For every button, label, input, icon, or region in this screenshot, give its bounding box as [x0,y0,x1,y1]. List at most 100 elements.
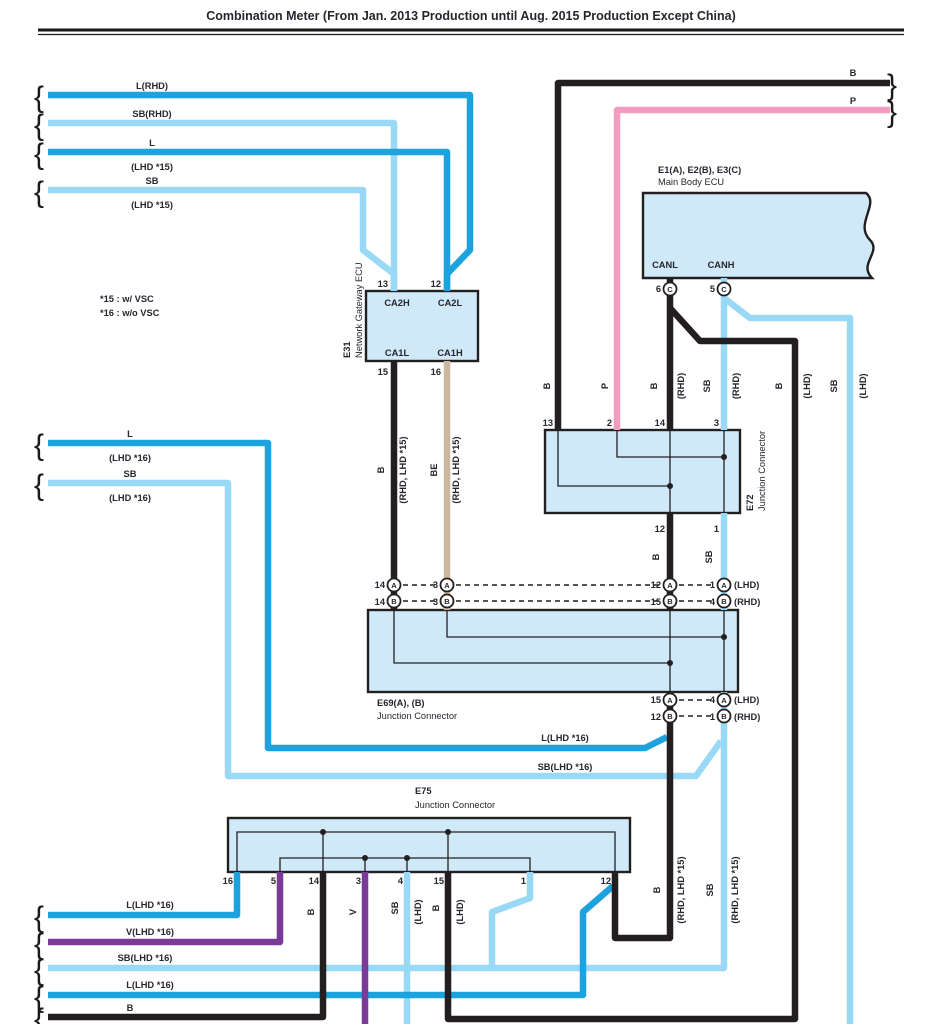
wire-b-lhd-branch [444,305,799,1023]
connector-e69-box [366,608,740,694]
svg-text:{: { [34,1003,44,1024]
wires-dark-blue [48,91,669,999]
label-p-top: P [850,96,856,106]
e31-pin-16: 16 [431,367,441,377]
e72-pin-13: 13 [543,418,553,428]
svg-text:SB: SB [702,379,712,392]
wire-b-e69-e75-uturn [611,692,674,942]
connector-main-body-ecu-box [641,191,875,280]
svg-text:B: B [431,904,441,911]
svg-text:C: C [667,285,673,294]
svg-text:(LHD *16): (LHD *16) [109,493,151,503]
e69-dashed-links [403,584,715,717]
svg-text:V: V [348,908,358,915]
svg-text:{: { [34,901,44,934]
connector-e72: E72 Junction Connector 13 2 14 3 12 1 [543,418,767,534]
svg-text:(LHD): (LHD) [802,373,812,398]
e72-pin-3: 3 [714,418,719,428]
svg-text:SB: SB [704,550,714,563]
e69-id: E69(A), (B) [377,698,425,708]
svg-text:12: 12 [651,712,661,722]
wires-black [48,79,890,1023]
wires-light-blue [48,119,854,1024]
label-l-lhd15: L [149,138,155,148]
label-l-lhd16-b2: L(LHD *16) [126,980,174,990]
svg-text:(RHD): (RHD) [676,373,686,399]
svg-text:SB: SB [390,901,400,914]
svg-text:B: B [306,908,316,915]
svg-text:C: C [721,285,727,294]
svg-text:A: A [721,581,727,590]
connector-e75-box [226,816,632,874]
wire-sb-rhd [48,119,398,291]
svg-text:}: } [887,96,897,129]
left-wire-labels: L(RHD) SB(RHD) L (LHD *15) SB (LHD *15) … [109,81,173,503]
connector-e72-box [543,428,742,515]
connector-e31-box [364,289,480,363]
continuation-braces: { { { { { { { { { { { } } [34,69,897,1024]
wire-v-e75-pin5 [48,872,284,946]
svg-text:B: B [444,597,450,606]
svg-text:B: B [376,466,386,473]
label-b-top: B [850,68,857,78]
label-l-lhd16: L [127,429,133,439]
note-vsc-15: *15 : w/ VSC [100,294,154,304]
svg-text:(LHD *15): (LHD *15) [131,162,173,172]
label-sb-lhd15: SB [146,176,159,186]
svg-text:{: { [34,176,44,209]
svg-text:SB: SB [829,379,839,392]
svg-text:B: B [667,712,673,721]
svg-text:B: B [652,886,662,893]
mbe-id: E1(A), E2(B), E3(C) [658,165,741,175]
label-l-lhd16-mid: L(LHD *16) [541,733,589,743]
svg-text:{: { [34,928,44,961]
label-sb-lhd16: SB [124,469,137,479]
e69-pin-circles: A B A B A B A B A B A B [386,577,732,724]
e31-id: E31 [342,341,352,358]
wire-b-bottom-left [48,872,327,1021]
e72-internal-links [557,430,727,513]
connector-e69: E69(A), (B) Junction Connector 14 3 12 1… [375,580,761,722]
e69-name: Junction Connector [377,711,457,721]
wire-p-top [613,106,890,430]
e75-pin-15: 15 [434,876,444,886]
svg-text:{: { [34,954,44,987]
svg-text:4: 4 [710,597,716,607]
wire-sb-lhd-branch [722,295,854,1024]
wire-l-lhd16-mid [48,439,669,752]
svg-text:(RHD): (RHD) [734,712,760,722]
e72-pin-12: 12 [655,524,665,534]
e31-ca2l: CA2L [438,298,463,308]
svg-text:B: B [651,553,661,560]
svg-text:3: 3 [433,597,438,607]
e31-ca1h: CA1H [437,348,463,358]
label-l-lhd16-b1: L(LHD *16) [126,900,174,910]
svg-text:{: { [34,429,44,462]
svg-text:14: 14 [375,580,386,590]
e69-internal-links [393,610,727,692]
mbe-canl: CANL [652,260,678,270]
rotated-wire-labels: B (RHD, LHD *15) BE (RHD, LHD *15) B P B… [306,373,868,925]
label-sb-lhd16-b: SB(LHD *16) [118,953,173,963]
svg-text:1: 1 [710,712,715,722]
svg-text:(LHD): (LHD) [858,373,868,398]
svg-text:A: A [667,581,673,590]
e31-ca2h: CA2H [384,298,410,308]
svg-text:SB: SB [705,883,715,896]
svg-text:}: } [887,69,897,102]
e75-pin-1: 1 [521,876,526,886]
e72-pin-2: 2 [607,418,612,428]
e75-name: Junction Connector [415,800,495,810]
wire-sb-e75-pin1 [488,872,534,968]
svg-text:{: { [34,138,44,171]
svg-text:{: { [34,981,44,1014]
svg-text:A: A [391,581,397,590]
svg-text:3: 3 [433,580,438,590]
svg-text:{: { [34,469,44,502]
svg-text:4: 4 [710,695,716,705]
svg-text:B: B [542,382,552,389]
svg-text:(RHD): (RHD) [731,373,741,399]
e75-id: E75 [415,786,432,796]
svg-text:B: B [774,382,784,389]
